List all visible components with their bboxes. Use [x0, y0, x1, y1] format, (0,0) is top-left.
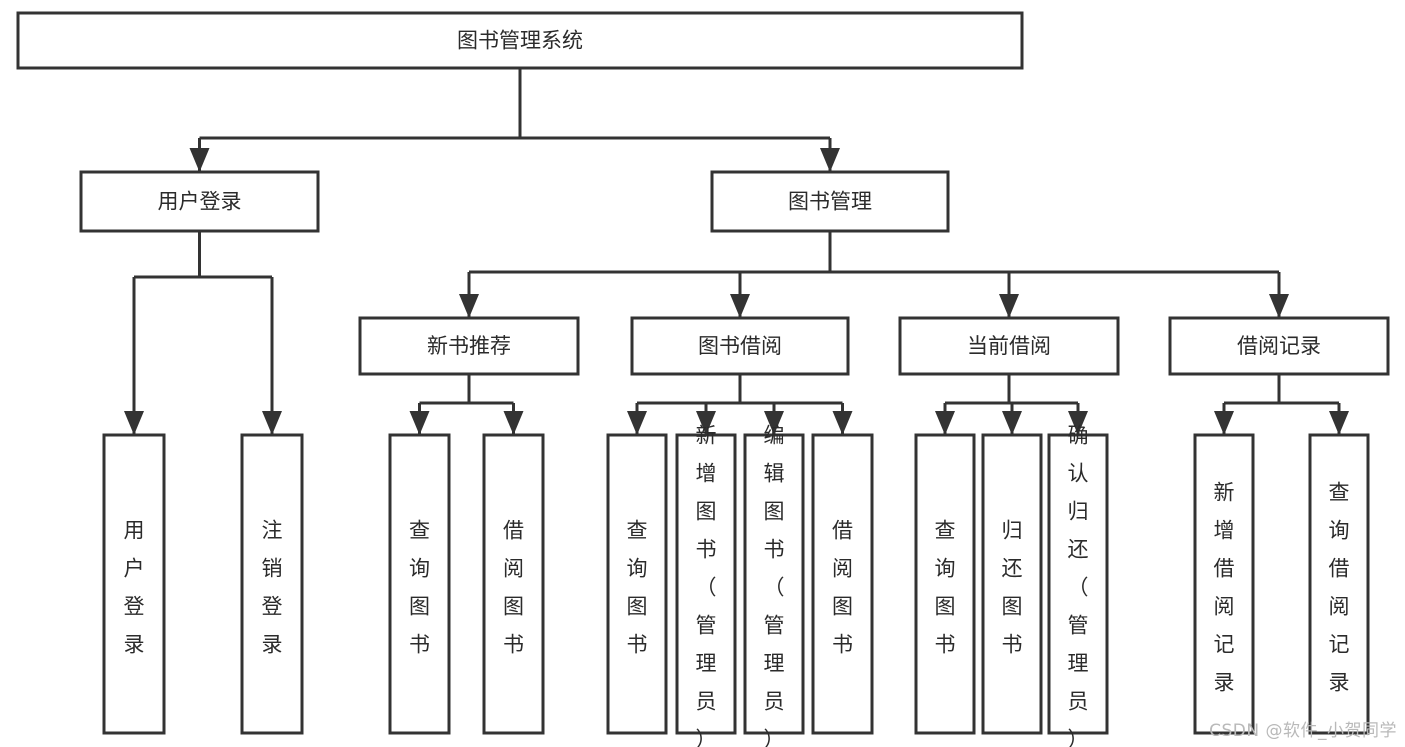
node-l-return-book[interactable]: 归还图书 — [981, 433, 1043, 735]
node-label: 图书借阅 — [698, 334, 782, 358]
node-label: 编辑图书（管理员） — [764, 424, 785, 747]
node-box[interactable] — [240, 433, 304, 735]
node-label: 当前借阅 — [967, 334, 1051, 358]
node-layer: 图书管理系统用户登录图书管理新书推荐图书借阅当前借阅借阅记录用户登录注销登录查询… — [16, 11, 1390, 747]
node-box[interactable] — [743, 433, 805, 735]
node-l-add-record[interactable]: 新增借阅记录 — [1193, 433, 1255, 735]
node-user-login[interactable]: 用户登录 — [79, 170, 320, 233]
arrow-head-icon — [730, 294, 750, 318]
node-box[interactable] — [102, 433, 166, 735]
arrow-head-icon — [503, 411, 524, 435]
node-box[interactable] — [482, 433, 545, 735]
arrow-head-icon — [1269, 294, 1289, 318]
node-box[interactable] — [1168, 316, 1390, 376]
node-borrow-record[interactable]: 借阅记录 — [1168, 316, 1390, 376]
node-book-borrow[interactable]: 图书借阅 — [630, 316, 850, 376]
arrow-head-icon — [459, 294, 479, 318]
node-label: 图书管理系统 — [457, 29, 583, 53]
node-box[interactable] — [1308, 433, 1370, 735]
node-l-confirm-return[interactable]: 确认归还（管理员） — [1047, 424, 1109, 747]
node-box[interactable] — [358, 316, 580, 376]
node-box[interactable] — [710, 170, 950, 233]
node-box[interactable] — [898, 316, 1120, 376]
arrow-head-icon — [627, 411, 647, 435]
arrow-head-icon — [696, 411, 716, 435]
node-box[interactable] — [388, 433, 451, 735]
arrow-head-icon — [124, 411, 144, 435]
node-label: 图书管理 — [788, 190, 872, 214]
node-label: 查询借阅记录 — [1329, 481, 1350, 695]
arrow-head-icon — [262, 411, 282, 435]
arrow-head-icon — [764, 411, 784, 435]
node-l-query-book-3[interactable]: 查询图书 — [914, 433, 976, 735]
node-l-query-record[interactable]: 查询借阅记录 — [1308, 433, 1370, 735]
node-label: 借阅图书 — [832, 519, 853, 657]
node-label: 查询图书 — [935, 519, 956, 657]
node-box[interactable] — [811, 433, 874, 735]
arrow-head-icon — [832, 411, 853, 435]
arrow-head-icon — [1002, 411, 1022, 435]
node-box[interactable] — [675, 433, 737, 735]
node-label: 新增借阅记录 — [1214, 481, 1235, 695]
arrow-head-icon — [999, 294, 1019, 318]
node-new-book-rec[interactable]: 新书推荐 — [358, 316, 580, 376]
node-l-borrow-book-1[interactable]: 借阅图书 — [482, 433, 545, 735]
node-box[interactable] — [606, 433, 668, 735]
node-l-query-book-2[interactable]: 查询图书 — [606, 433, 668, 735]
node-box[interactable] — [1047, 433, 1109, 735]
node-label: 确认归还（管理员） — [1068, 424, 1089, 747]
node-label: 新增图书（管理员） — [696, 424, 717, 747]
node-leaf-logout[interactable]: 注销登录 — [240, 433, 304, 735]
node-box[interactable] — [16, 11, 1024, 70]
node-label: 新书推荐 — [427, 334, 511, 358]
node-label: 借阅记录 — [1237, 334, 1321, 358]
node-current-borrow[interactable]: 当前借阅 — [898, 316, 1120, 376]
connector-layer — [124, 68, 1349, 435]
arrow-head-icon — [189, 148, 210, 172]
node-label: 注销登录 — [262, 519, 283, 657]
node-l-edit-book[interactable]: 编辑图书（管理员） — [743, 424, 805, 747]
node-label: 借阅图书 — [503, 519, 524, 657]
csdn-watermark: CSDN @软件_小贺同学 — [1209, 721, 1397, 741]
node-box[interactable] — [1193, 433, 1255, 735]
arrow-head-icon — [1068, 411, 1088, 435]
arrow-head-icon — [409, 411, 430, 435]
node-box[interactable] — [79, 170, 320, 233]
arrow-head-icon — [1329, 411, 1349, 435]
node-l-query-book-1[interactable]: 查询图书 — [388, 433, 451, 735]
node-label: 查询图书 — [409, 519, 430, 657]
arrow-head-icon — [935, 411, 955, 435]
node-l-add-book[interactable]: 新增图书（管理员） — [675, 424, 737, 747]
node-box[interactable] — [630, 316, 850, 376]
node-root[interactable]: 图书管理系统 — [16, 11, 1024, 70]
node-book-management[interactable]: 图书管理 — [710, 170, 950, 233]
arrow-head-icon — [1214, 411, 1234, 435]
node-label: 归还图书 — [1002, 519, 1023, 657]
node-l-borrow-book-2[interactable]: 借阅图书 — [811, 433, 874, 735]
node-label: 用户登录 — [124, 519, 145, 657]
node-label: 查询图书 — [627, 519, 648, 657]
arrow-head-icon — [820, 148, 840, 172]
node-box[interactable] — [981, 433, 1043, 735]
node-box[interactable] — [914, 433, 976, 735]
node-label: 用户登录 — [158, 190, 242, 214]
node-leaf-user-login[interactable]: 用户登录 — [102, 433, 166, 735]
